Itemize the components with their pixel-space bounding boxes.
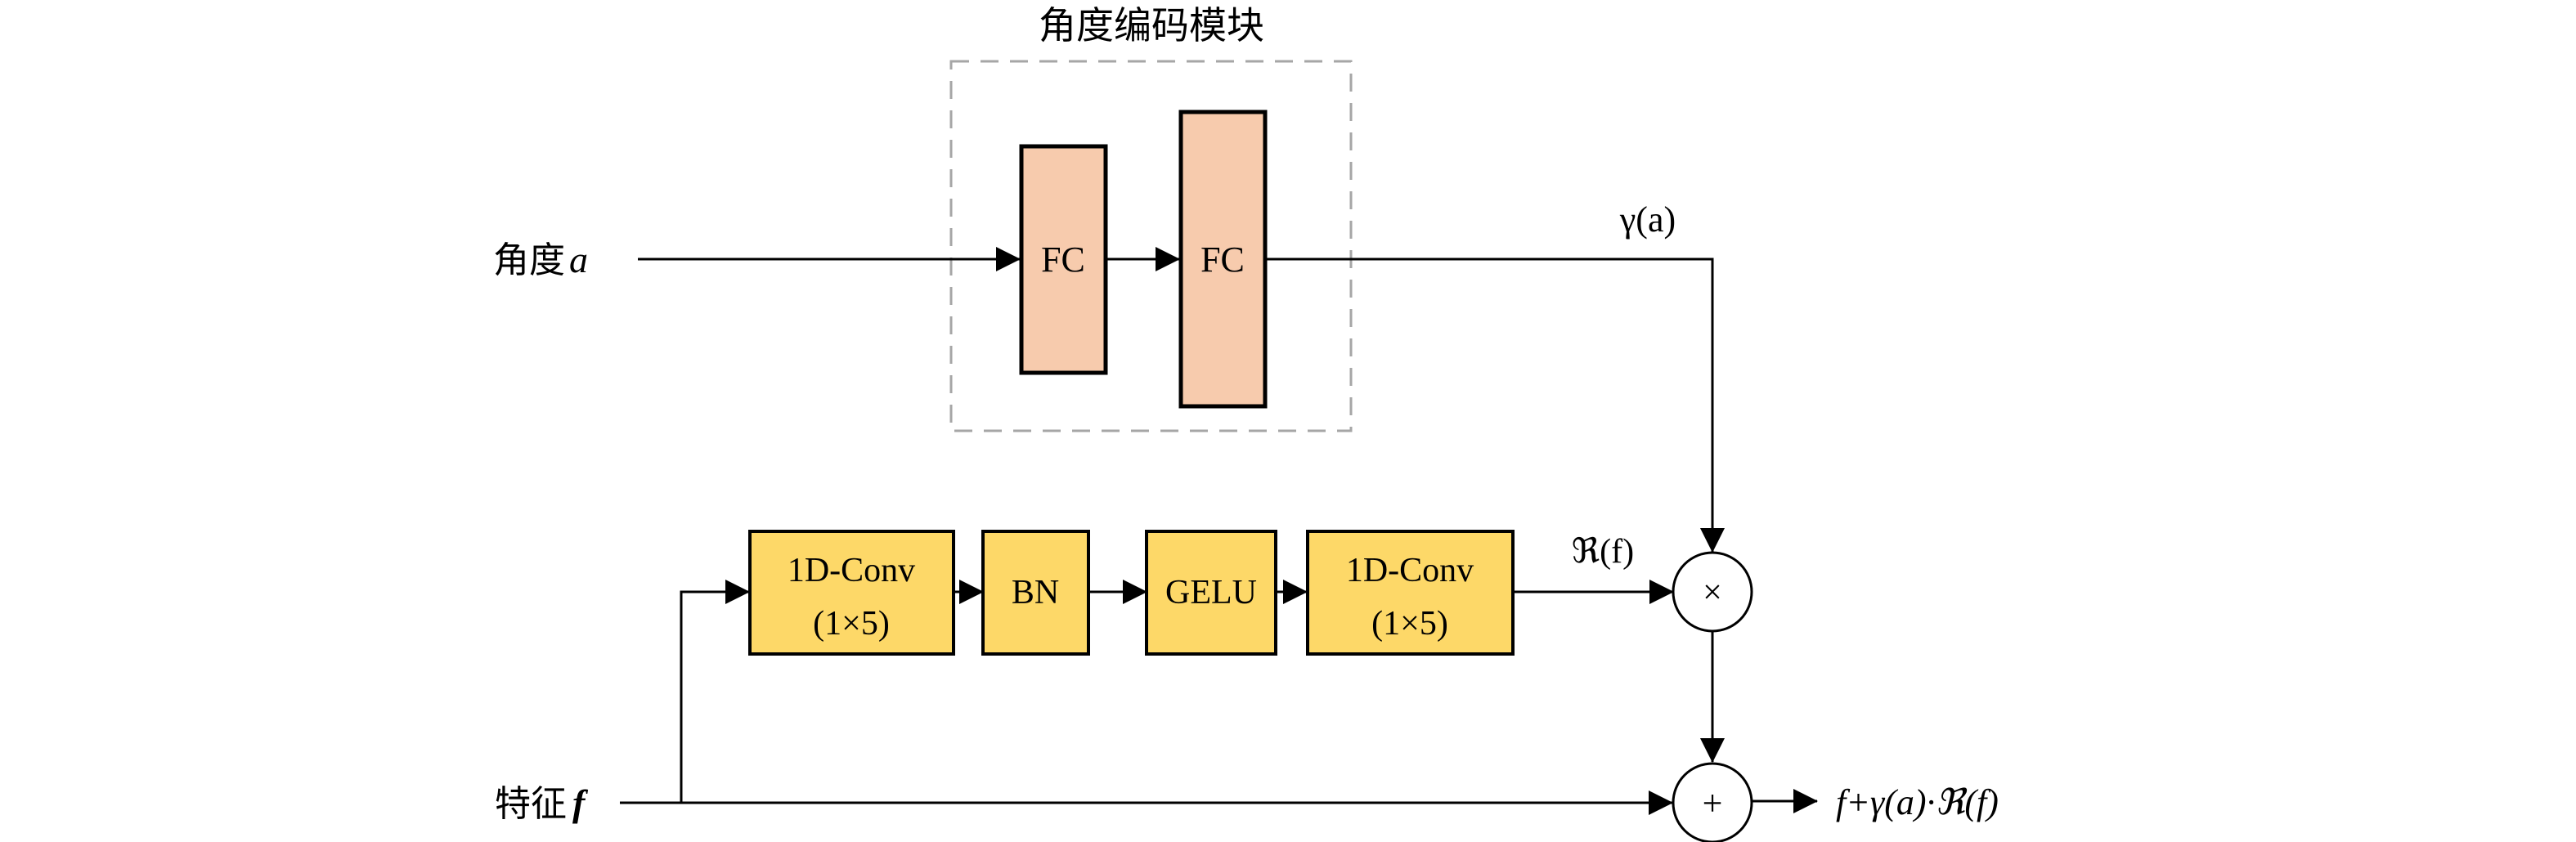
multiply-symbol: ×	[1703, 574, 1722, 611]
conv-block-2: 1D-Conv (1×5)	[1306, 530, 1515, 656]
fc-block-1: FC	[1019, 144, 1108, 375]
feature-input-label: 特征 f	[495, 782, 589, 825]
feature-input-cjk: 特征	[495, 783, 567, 825]
conv-block-2-line2: (1×5)	[1371, 605, 1448, 643]
add-symbol: +	[1703, 783, 1723, 823]
gamma-label: γ(a)	[1619, 199, 1676, 240]
conv-block-1-line2: (1×5)	[813, 605, 890, 643]
gelu-block: GELU	[1145, 530, 1277, 656]
fc-block-2-label: FC	[1200, 240, 1245, 280]
output-label: f+γ(a)·ℜ(f)	[1836, 782, 1999, 822]
angle-encoder-group-box	[949, 60, 1353, 432]
conv-block-1-line1: 1D-Conv	[788, 552, 915, 589]
add-operator: +	[1672, 762, 1753, 842]
feature-input-var: f	[572, 782, 589, 824]
angle-encoder-title: 角度编码模块	[1039, 3, 1264, 47]
fc-block-2: FC	[1178, 110, 1268, 409]
fc-block-1-label: FC	[1041, 240, 1085, 280]
angle-input-cjk: 角度	[493, 240, 565, 281]
bn-block: BN	[981, 530, 1090, 656]
gelu-block-label: GELU	[1165, 574, 1257, 611]
angle-input-label: 角度 a	[493, 239, 588, 281]
bn-block-label: BN	[1012, 574, 1059, 611]
arrow-gamma-to-multiply	[1265, 258, 1725, 553]
multiply-operator: ×	[1672, 551, 1753, 633]
conv-block-2-line1: 1D-Conv	[1346, 552, 1474, 589]
angle-input-var: a	[569, 239, 588, 280]
arrow-feature-to-conv1	[680, 580, 750, 803]
residual-label: ℜ(f)	[1572, 533, 1634, 571]
conv-block-1: 1D-Conv (1×5)	[748, 530, 955, 656]
